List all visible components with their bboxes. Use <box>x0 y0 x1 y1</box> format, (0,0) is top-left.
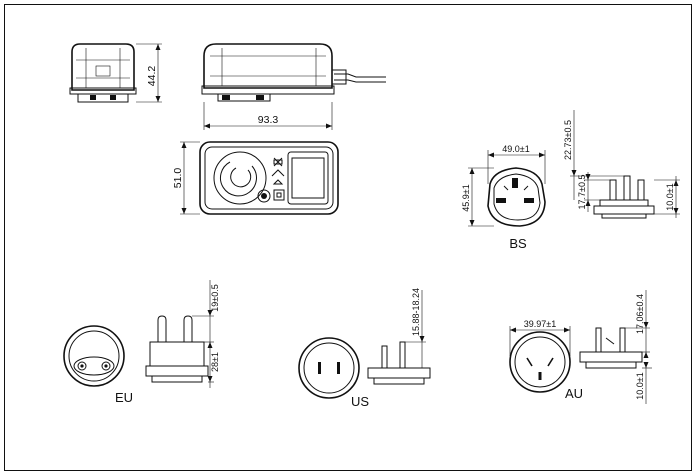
dim-bs-width-label: 49.0±1 <box>502 144 529 154</box>
dim-height-44-label: 44.2 <box>146 66 158 87</box>
adapter-side-view <box>69 43 137 103</box>
eu-plug-label: EU <box>115 390 133 405</box>
dim-bs-height: 45.9±1 <box>461 167 494 227</box>
adapter-top-view <box>199 141 339 215</box>
adapter-front-view <box>201 43 386 102</box>
dim-eu-pin-label: 19±0.5 <box>210 284 220 311</box>
dim-eu-body-label: 28±1 <box>210 352 220 372</box>
us-plug-label: US <box>351 394 369 409</box>
au-plug-side <box>579 327 643 369</box>
dim-width-51-label: 51.0 <box>172 168 184 189</box>
dim-au-base-label: 10.0±1 <box>635 372 645 399</box>
dim-us-pin: 15.88-18.24 <box>405 288 426 368</box>
dim-au-pin-label: 17.06±0.4 <box>635 294 645 334</box>
dim-au-pin: 17.06±0.4 <box>625 290 650 358</box>
dim-bs-base-label: 10.0±1 <box>665 183 675 210</box>
dim-length-93: 93.3 <box>203 102 333 130</box>
dim-au-width-label: 39.97±1 <box>524 319 556 329</box>
us-plug-side <box>367 341 431 385</box>
dim-us-pin-label: 15.88-18.24 <box>411 288 421 336</box>
au-plug-front <box>509 331 571 393</box>
dim-bs-pin-length-label: 22.73±0.5 <box>563 120 573 160</box>
dim-au-base: 10.0±1 <box>635 362 652 404</box>
dim-width-51: 51.0 <box>172 141 200 215</box>
au-plug-label: AU <box>565 386 583 401</box>
bs-plug-side <box>593 175 655 219</box>
dim-bs-pin-length: 22.73±0.5 <box>563 110 626 200</box>
bs-plug-label: BS <box>509 236 527 251</box>
dim-bs-height-label: 45.9±1 <box>461 184 471 211</box>
dim-bs-pin-offset-label: 17.7±0.5 <box>577 175 587 210</box>
dim-au-width: 39.97±1 <box>509 319 571 356</box>
dim-bs-base: 10.0±1 <box>654 176 680 218</box>
dim-bs-width: 49.0±1 <box>487 144 546 184</box>
dim-length-93-label: 93.3 <box>258 114 279 126</box>
drawing-border <box>4 4 692 471</box>
dim-eu-pin: 19±0.5 <box>192 280 220 348</box>
dim-eu-body: 28±1 <box>207 342 220 388</box>
bs-plug-front <box>487 167 546 227</box>
eu-plug-front <box>63 325 125 387</box>
dim-bs-pin-offset: 17.7±0.5 <box>577 172 612 212</box>
us-plug-front <box>298 337 360 399</box>
eu-plug-side <box>145 315 209 383</box>
dim-height-44: 44.2 <box>136 43 162 103</box>
